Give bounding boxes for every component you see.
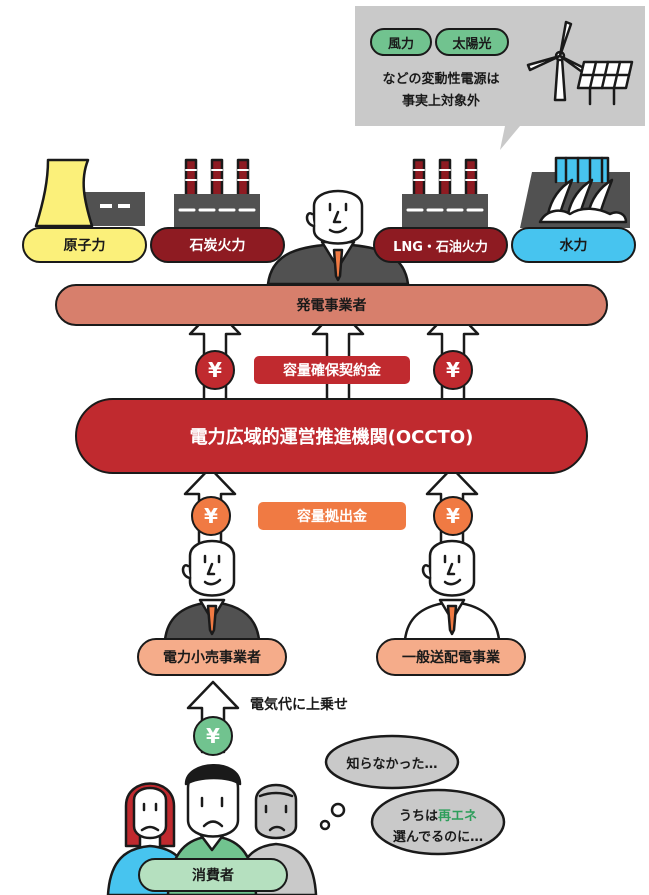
producer-businessman-icon (266, 189, 410, 286)
callout-line-2: 事実上対象外 (401, 94, 480, 109)
bubble-text-1: 知らなかった… (346, 757, 438, 772)
hydro-dam-icon (520, 156, 630, 228)
transmission-businessman-icon (403, 539, 501, 642)
yen-coin-left-top: ¥ (195, 350, 235, 390)
thought-bubble-1 (324, 734, 460, 790)
callout-line-1: などの変動性電源は (382, 72, 500, 87)
bubble-prefix: うちは (398, 809, 438, 824)
bubble-highlight: 再エネ (438, 809, 478, 824)
plant-label-hydro: 水力 (511, 227, 636, 263)
lng-plant-icon (402, 158, 488, 228)
surcharge-label: 電気代に上乗せ (250, 697, 348, 713)
bubble-text-2-line1: うちは再エネ (378, 805, 498, 824)
transmission-label: 一般送配電事業 (376, 638, 526, 676)
wind-tag: 風力 (370, 28, 432, 56)
thought-bubble-2 (370, 788, 506, 856)
capacity-contribution-label: 容量拠出金 (258, 502, 406, 530)
yen-coin-consumer: ¥ (193, 716, 233, 756)
plant-label-lng: LNG・石油火力 (373, 227, 508, 263)
occto-bar: 電力広域的運営推進機関(OCCTO) (75, 398, 588, 474)
retailer-businessman-icon (163, 539, 261, 642)
yen-coin-right-top: ¥ (433, 350, 473, 390)
plant-label-coal: 石炭火力 (150, 227, 285, 263)
yen-coin-left-bottom: ¥ (191, 496, 231, 536)
producer-bar: 発電事業者 (55, 284, 608, 326)
plant-label-nuclear: 原子力 (22, 227, 147, 263)
thought-dot-large (330, 802, 346, 818)
retailer-label: 電力小売事業者 (137, 638, 287, 676)
consumer-label: 消費者 (138, 858, 288, 892)
yen-coin-right-bottom: ¥ (433, 496, 473, 536)
bubble-text-2-line2: 選んでるのに… (392, 830, 484, 845)
solar-panel-icon (576, 60, 634, 106)
coal-plant-icon (174, 158, 260, 228)
nuclear-plant-icon (34, 158, 145, 228)
capacity-contract-label: 容量確保契約金 (254, 356, 410, 384)
solar-tag: 太陽光 (435, 28, 509, 56)
thought-dot-small (319, 819, 331, 831)
